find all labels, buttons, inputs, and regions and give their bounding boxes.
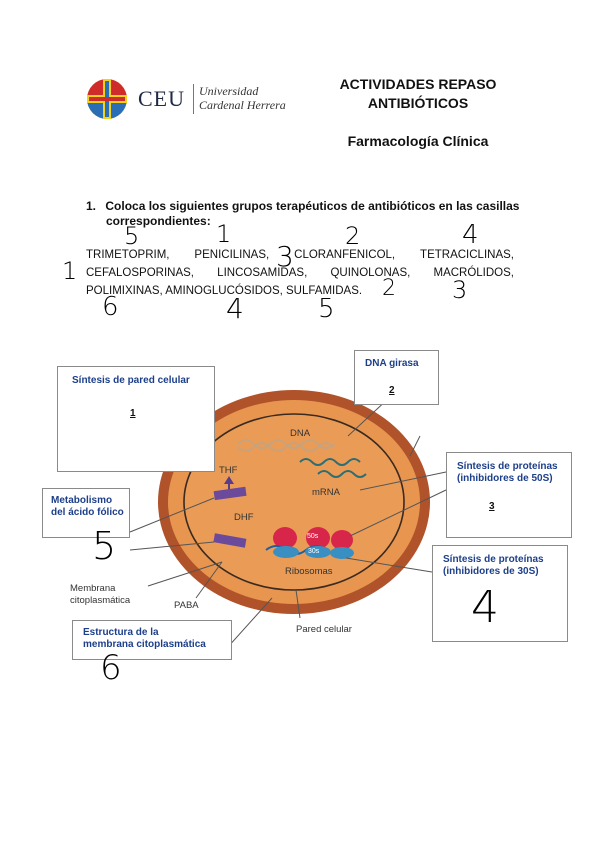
ribosome-group bbox=[265, 527, 354, 559]
title-line1: ACTIVIDADES REPASO bbox=[339, 76, 497, 92]
handwritten-cloranfenicol: 2 bbox=[345, 222, 361, 250]
logo-line1: Universidad bbox=[199, 84, 259, 98]
label-dhf: DHF bbox=[234, 512, 254, 523]
connector-pared bbox=[295, 589, 301, 619]
label-pared: Pared celular bbox=[296, 624, 352, 635]
term-macrolidos: MACRÓLIDOS, bbox=[433, 267, 514, 279]
box-dna-title: DNA girasa bbox=[365, 358, 419, 369]
handwritten-polimixinas: 6 bbox=[102, 292, 119, 322]
logo-line2: Cardenal Herrera bbox=[199, 98, 286, 112]
handwritten-quinolonas-top: 3 bbox=[276, 240, 294, 273]
connector-50s bbox=[349, 489, 447, 537]
title-line2: ANTIBIÓTICOS bbox=[367, 95, 469, 111]
term-lincosamidas: LINCOSAMIDAS, bbox=[217, 267, 308, 279]
logo-brand: CEU bbox=[138, 86, 185, 111]
box-membrana: Estructura de la membrana citoplasmática bbox=[72, 620, 232, 660]
connector-mrna bbox=[359, 471, 447, 491]
box-membrana-title-1: Estructura de la bbox=[83, 627, 159, 638]
term-quinolonas: QUINOLONAS, bbox=[330, 267, 411, 279]
handwritten-cefalosporinas: 1 bbox=[62, 257, 78, 285]
box-50s-answer: 3 bbox=[489, 501, 495, 512]
label-ribosomas: Ribosomas bbox=[285, 566, 333, 577]
box-sintesis-50s: Síntesis de proteínas (inhibidores de 50… bbox=[446, 452, 572, 538]
terms-block: TRIMETOPRIM, PENICILINAS, CLORANFENICOL,… bbox=[86, 246, 514, 300]
question-line1: Coloca los siguientes grupos terapéutico… bbox=[105, 199, 520, 213]
box-membrana-title-2: membrana citoplasmática bbox=[83, 639, 206, 650]
ceu-emblem-icon bbox=[87, 79, 127, 119]
dna-strand bbox=[237, 439, 335, 449]
term-row3: POLIMIXINAS, AMINOGLUCÓSIDOS, SULFAMIDAS… bbox=[86, 285, 363, 297]
connector-folico-1 bbox=[129, 497, 215, 533]
box-30s-handwritten: 4 bbox=[471, 582, 499, 633]
membrana-handwritten: 6 bbox=[100, 648, 122, 688]
question-line2: correspondientes: bbox=[106, 214, 211, 228]
enzyme-bar-2 bbox=[213, 533, 247, 548]
label-mrna: mRNA bbox=[312, 487, 340, 498]
label-membrana-2: citoplasmática bbox=[70, 595, 131, 606]
folico-handwritten: 5 bbox=[92, 524, 117, 568]
logo: CEU Universidad Cardenal Herrera bbox=[86, 78, 301, 120]
handwritten-aminoglucosidos: 4 bbox=[226, 292, 244, 325]
box-pared-answer: 1 bbox=[130, 408, 136, 419]
label-membrana: Membrana citoplasmática bbox=[70, 583, 130, 607]
page-subtitle: Farmacología Clínica bbox=[347, 133, 489, 149]
label-paba: PABA bbox=[174, 600, 199, 611]
handwritten-penicilinas: 1 bbox=[216, 220, 232, 248]
page-title: ACTIVIDADES REPASO ANTIBIÓTICOS bbox=[318, 76, 518, 111]
ribosome-50s-label: 50s bbox=[307, 533, 319, 540]
box-50s-title-1: Síntesis de proteínas bbox=[457, 461, 558, 472]
box-sintesis-pared: Síntesis de pared celular 1 bbox=[57, 366, 215, 472]
term-trimetoprim: TRIMETOPRIM, bbox=[86, 249, 170, 261]
thf-arrowhead bbox=[224, 476, 234, 484]
question-number: 1. bbox=[86, 199, 97, 213]
mrna-strand bbox=[299, 458, 361, 466]
ribosome-30s-label: 30s bbox=[308, 548, 320, 555]
term-cefalosporinas: CEFALOSPORINAS, bbox=[86, 267, 195, 279]
handwritten-sulfamidas: 5 bbox=[318, 294, 335, 324]
question-text: 1. Coloca los siguientes grupos terapéut… bbox=[86, 199, 526, 229]
connector-membrana bbox=[147, 561, 223, 587]
connector-folico-2 bbox=[129, 541, 215, 551]
box-sintesis-30s: Síntesis de proteínas (inhibidores de 30… bbox=[432, 545, 568, 642]
connector-wall-right bbox=[409, 435, 421, 457]
handwritten-quinolonas: 2 bbox=[382, 276, 396, 301]
box-folico-title-2: del ácido fólico bbox=[51, 507, 124, 518]
enzyme-bar-1 bbox=[213, 486, 247, 501]
box-acido-folico: Metabolismo del ácido fólico bbox=[42, 488, 130, 538]
label-thf: THF bbox=[219, 465, 238, 476]
mrna-strand-2 bbox=[317, 470, 367, 478]
box-folico-title-1: Metabolismo bbox=[51, 495, 113, 506]
connector-30s bbox=[345, 557, 433, 573]
handwritten-tetraciclinas: 4 bbox=[462, 220, 479, 250]
box-50s-title-2: (inhibidores de 50S) bbox=[457, 473, 553, 484]
logo-divider bbox=[193, 84, 194, 114]
box-pared-title: Síntesis de pared celular bbox=[72, 375, 190, 386]
connector-paba bbox=[195, 561, 223, 599]
box-30s-title-1: Síntesis de proteínas bbox=[443, 554, 544, 565]
term-penicilinas: PENICILINAS, bbox=[194, 249, 270, 261]
term-cloranfenicol: CLORANFENICOL, bbox=[294, 249, 396, 261]
handwritten-trimetoprim: 5 bbox=[124, 222, 140, 250]
box-30s-title-2: (inhibidores de 30S) bbox=[443, 566, 539, 577]
term-tetraciclinas: TETRACICLINAS, bbox=[420, 249, 514, 261]
handwritten-macrolidos: 3 bbox=[452, 276, 468, 304]
dna-strand-2 bbox=[237, 442, 335, 452]
box-dna-answer: 2 bbox=[389, 385, 395, 396]
label-membrana-1: Membrana bbox=[70, 583, 116, 594]
bacterial-cell-diagram bbox=[129, 390, 447, 659]
box-dna-girasa: DNA girasa 2 bbox=[354, 350, 439, 405]
label-dna: DNA bbox=[290, 428, 311, 439]
